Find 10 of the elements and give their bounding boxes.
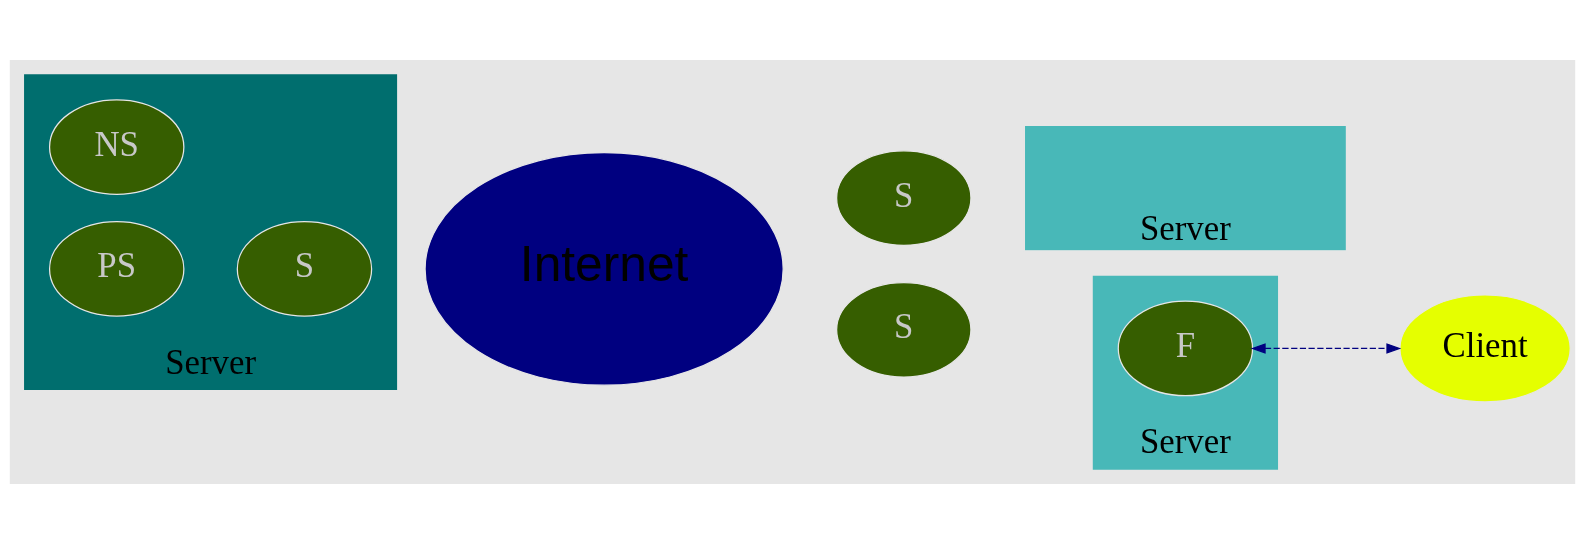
node-ellipse: S [836, 281, 972, 378]
node-ellipse: S [236, 221, 373, 317]
node-ellipse: F [1117, 300, 1254, 397]
node-ellipse: PS [48, 221, 185, 317]
node-ellipse: NS [48, 99, 185, 195]
node-ellipse: Internet [424, 152, 784, 386]
node-ellipse: S [836, 150, 972, 246]
node-box: Server [1023, 124, 1348, 252]
node-ellipse: Client [1399, 294, 1571, 403]
arrow [1250, 343, 1402, 354]
